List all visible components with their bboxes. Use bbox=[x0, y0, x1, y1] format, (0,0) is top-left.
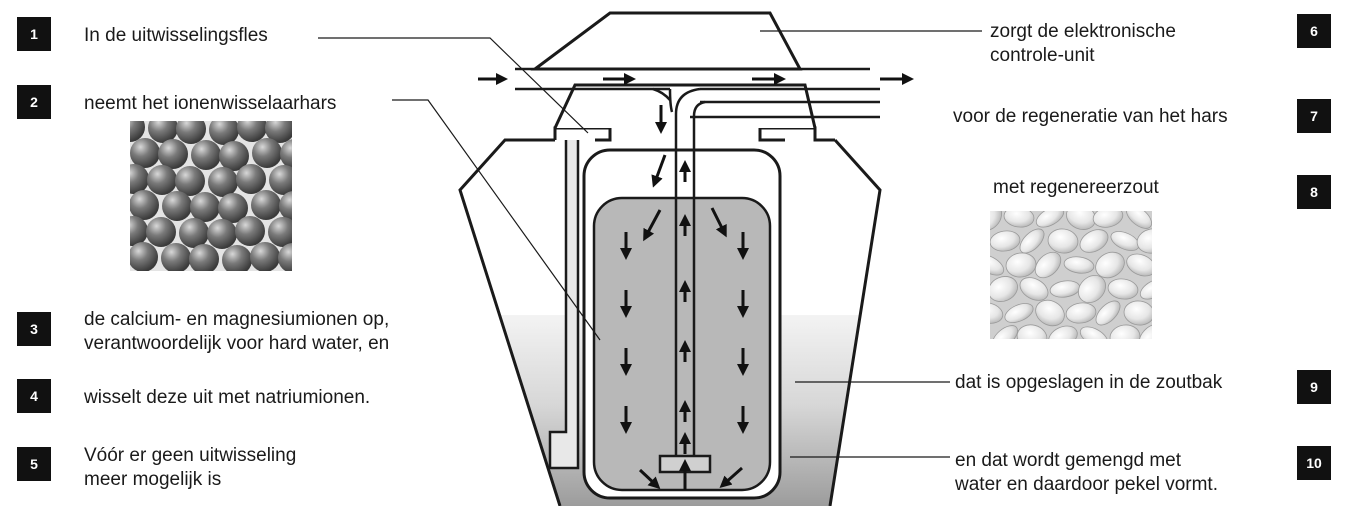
salt-tablet bbox=[1107, 278, 1139, 300]
resin-bead bbox=[269, 165, 292, 195]
resin-bead bbox=[252, 138, 282, 168]
salt-tablet bbox=[990, 254, 1005, 276]
step-label-1: In de uitwisselingsfles bbox=[84, 25, 268, 46]
resin-bead bbox=[189, 244, 219, 271]
step-badge-7: 7 bbox=[1297, 99, 1331, 133]
salt-tablet bbox=[1126, 211, 1152, 229]
step-label-8: met regenereerzout bbox=[993, 177, 1159, 198]
resin-bead bbox=[130, 190, 159, 220]
step-badge-5: 5 bbox=[17, 447, 51, 481]
step-badge-1: 1 bbox=[17, 17, 51, 51]
salt-tablet bbox=[1079, 326, 1109, 339]
resin-bead bbox=[130, 164, 149, 194]
resin-beads-photo bbox=[130, 121, 292, 271]
salt-tablets-photo bbox=[990, 211, 1152, 339]
pipes bbox=[515, 67, 880, 474]
salt-tablet bbox=[1078, 275, 1106, 303]
salt-tablet bbox=[1063, 256, 1095, 274]
step-badge-4: 4 bbox=[17, 379, 51, 413]
salt-tablet bbox=[1123, 300, 1152, 326]
resin-bead bbox=[235, 216, 265, 246]
step-badge-6: 6 bbox=[1297, 14, 1331, 48]
resin-bead bbox=[219, 141, 249, 171]
salt-tablet bbox=[1092, 211, 1124, 228]
salt-tablet bbox=[1139, 278, 1152, 300]
salt-tablet bbox=[990, 211, 1002, 231]
brine-well bbox=[548, 140, 580, 470]
step-label-10: en dat wordt gemengd met water en daardo… bbox=[955, 450, 1218, 495]
resin-bead bbox=[191, 140, 221, 170]
resin-bead bbox=[250, 242, 280, 271]
resin-bead bbox=[209, 121, 239, 145]
resin-bead bbox=[146, 217, 176, 247]
resin-bead bbox=[158, 139, 188, 169]
salt-tablet bbox=[1035, 299, 1065, 327]
salt-tablet bbox=[1003, 211, 1035, 228]
step-badge-9: 9 bbox=[1297, 370, 1331, 404]
step-badge-8: 8 bbox=[1297, 175, 1331, 209]
resin-bead bbox=[208, 167, 238, 197]
step-label-9: dat is opgeslagen in de zoutbak bbox=[955, 372, 1223, 393]
step-label-4: wisselt deze uit met natriumionen. bbox=[84, 387, 371, 408]
resin-bead bbox=[179, 218, 209, 248]
resin-bead bbox=[190, 192, 220, 222]
salt-tablet bbox=[1035, 211, 1065, 228]
step-badge-2: 2 bbox=[17, 85, 51, 119]
exchange-bottle bbox=[582, 148, 782, 500]
salt-tablet bbox=[1019, 277, 1049, 301]
salt-tablet bbox=[1095, 251, 1125, 279]
step-label-5: Vóór er geen uitwisseling meer mogelijk … bbox=[84, 445, 297, 490]
resin-bead bbox=[162, 191, 192, 221]
salt-tablet bbox=[990, 302, 1004, 324]
resin-bead bbox=[130, 242, 158, 271]
resin-bead bbox=[147, 165, 177, 195]
salt-tablet bbox=[1138, 323, 1152, 339]
step-label-6: zorgt de elektronische controle-unit bbox=[990, 21, 1176, 66]
resin-bead bbox=[130, 216, 148, 246]
salt-tablet bbox=[1065, 302, 1097, 324]
step-label-3: de calcium- en magnesiumionen op, verant… bbox=[84, 309, 390, 354]
resin-bead bbox=[265, 121, 292, 143]
resin-bead bbox=[130, 138, 160, 168]
salt-tablet bbox=[990, 230, 1021, 252]
salt-tablet bbox=[1126, 253, 1152, 277]
resin-bead bbox=[251, 190, 281, 220]
resin-bead bbox=[278, 243, 292, 271]
resin-bead bbox=[236, 164, 266, 194]
salt-tablet bbox=[1109, 324, 1141, 339]
flow-arrows bbox=[478, 73, 914, 490]
salt-tablet bbox=[1079, 229, 1109, 253]
step-label-2: neemt het ionenwisselaarhars bbox=[84, 93, 337, 114]
resin-bead bbox=[148, 121, 178, 143]
resin-bead bbox=[176, 121, 206, 144]
salt-tablet bbox=[1136, 228, 1152, 254]
salt-tablet bbox=[1047, 228, 1079, 254]
step-label-7: voor de regeneratie van het hars bbox=[953, 106, 1228, 127]
step-badge-10: 10 bbox=[1297, 446, 1331, 480]
resin-bead bbox=[280, 139, 292, 169]
resin-bead bbox=[268, 217, 292, 247]
salt-tablet bbox=[1019, 228, 1045, 254]
salt-tablet bbox=[1095, 300, 1121, 326]
resin-bead bbox=[237, 121, 267, 142]
salt-tablet bbox=[1005, 252, 1037, 278]
resin-bead bbox=[175, 166, 205, 196]
salt-tablet bbox=[1048, 325, 1078, 339]
salt-tablet bbox=[1016, 324, 1048, 339]
resin-bead bbox=[222, 245, 252, 271]
salt-tablet bbox=[1004, 303, 1034, 323]
resin-bead bbox=[130, 121, 145, 142]
resin-bead bbox=[207, 219, 237, 249]
resin-bead bbox=[279, 191, 292, 221]
salt-tablet bbox=[992, 325, 1018, 339]
salt-tablet bbox=[1034, 251, 1062, 279]
step-badge-3: 3 bbox=[17, 312, 51, 346]
resin-bead bbox=[161, 243, 191, 271]
resin-bead bbox=[218, 193, 248, 223]
leader-lines bbox=[318, 30, 982, 458]
salt-tablet bbox=[990, 276, 1018, 302]
